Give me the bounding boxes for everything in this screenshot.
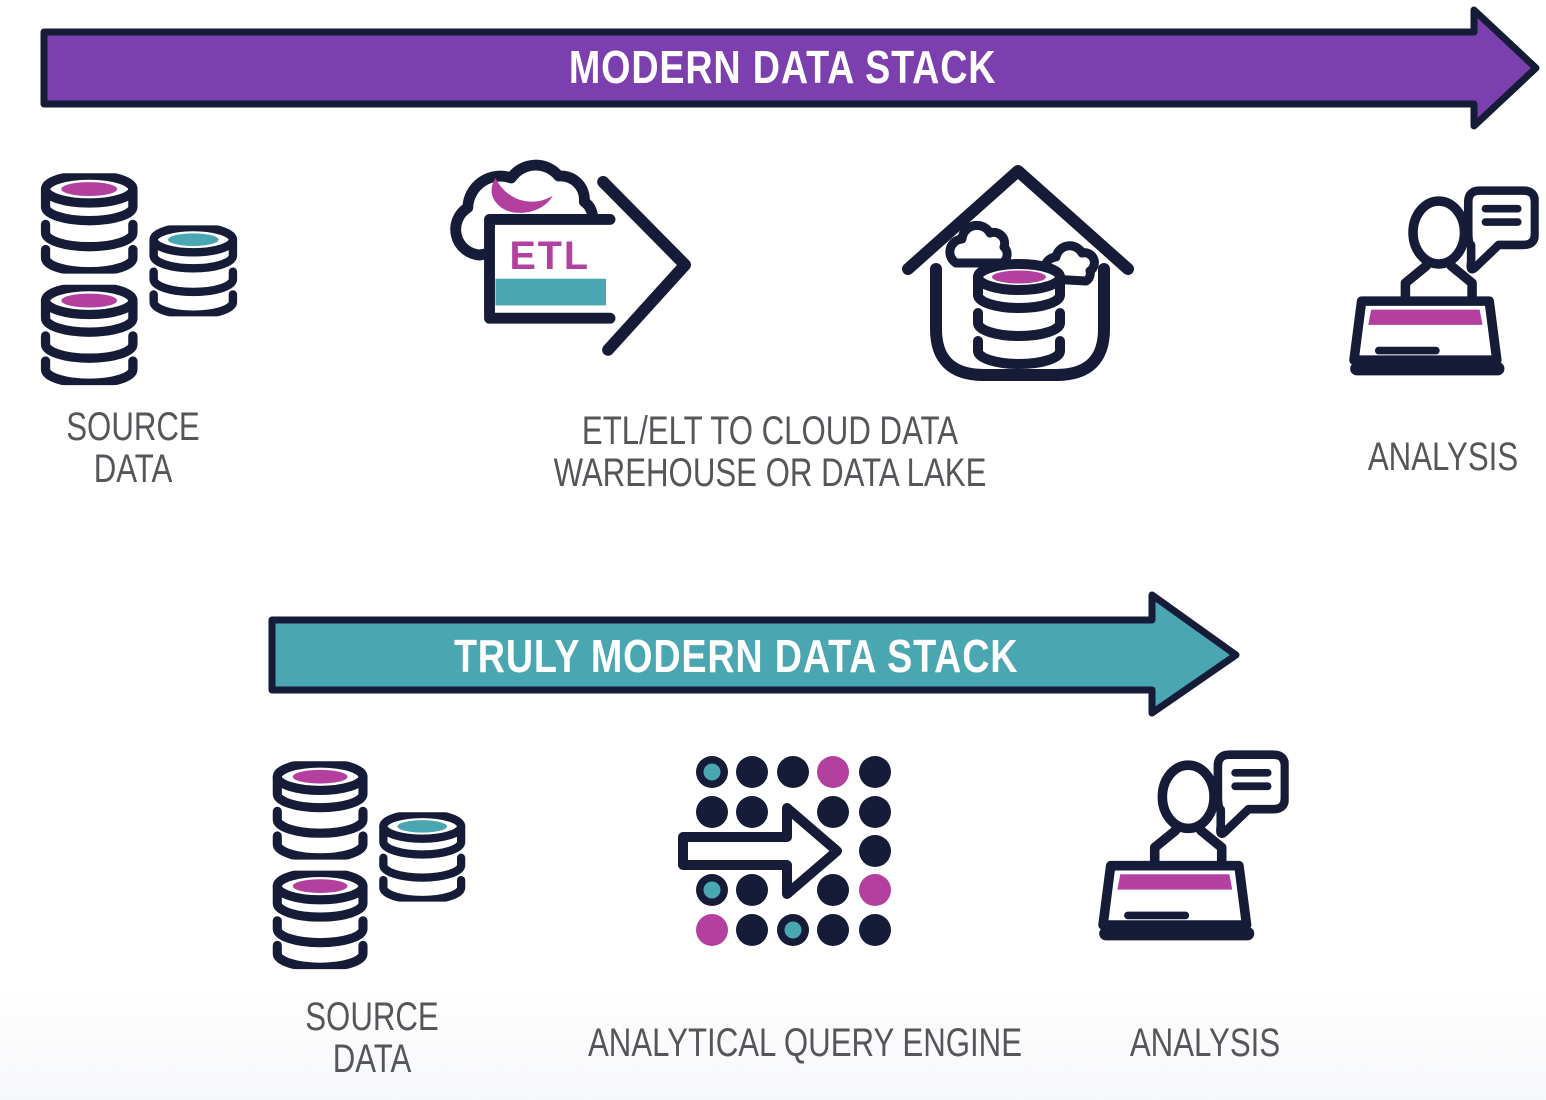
analytical-query-engine-label: ANALYTICAL QUERY ENGINE bbox=[587, 1021, 1023, 1065]
analyst-laptop-icon-top bbox=[1348, 183, 1539, 383]
dot-grid bbox=[696, 756, 891, 946]
through-arrow-icon bbox=[678, 803, 842, 899]
modern-stack-arrow-banner bbox=[40, 6, 1540, 130]
truly-modern-stack-arrow-banner bbox=[268, 591, 1240, 717]
right-arrow-shape bbox=[40, 6, 1540, 130]
modern-stack-banner-title: MODERN DATA STACK bbox=[569, 41, 997, 93]
source-data-label-bottom: SOURCE DATA bbox=[305, 995, 439, 1082]
source-databases-icon bbox=[38, 164, 238, 387]
cloud-warehouse-icon bbox=[902, 165, 1134, 381]
analysis-label-top: ANALYSIS bbox=[1367, 435, 1519, 479]
warehouse-database bbox=[973, 259, 1065, 369]
source-data-label-top: SOURCE DATA bbox=[66, 405, 200, 492]
query-engine-dots-icon bbox=[678, 756, 891, 946]
etl-step-label: ETL/ELT TO CLOUD DATA WAREHOUSE OR DATA … bbox=[553, 409, 987, 496]
source-databases-icon-bottom bbox=[270, 752, 466, 971]
analysis-label-bottom: ANALYSIS bbox=[1129, 1021, 1281, 1065]
house-body bbox=[930, 263, 1110, 381]
analyst-laptop-icon-bottom bbox=[1097, 747, 1289, 948]
etl-teal-bar bbox=[495, 278, 607, 306]
chevron-right-icon bbox=[597, 176, 692, 356]
right-arrow-shape bbox=[268, 591, 1240, 717]
etl-cloud-icon: ETL bbox=[450, 159, 692, 356]
etl-badge-text: ETL bbox=[509, 234, 590, 278]
small-cloud-left bbox=[945, 220, 1012, 268]
roof-outline bbox=[902, 165, 1134, 275]
truly-modern-stack-banner-title: TRULY MODERN DATA STACK bbox=[453, 630, 1019, 682]
cloud-swoosh bbox=[491, 177, 553, 213]
